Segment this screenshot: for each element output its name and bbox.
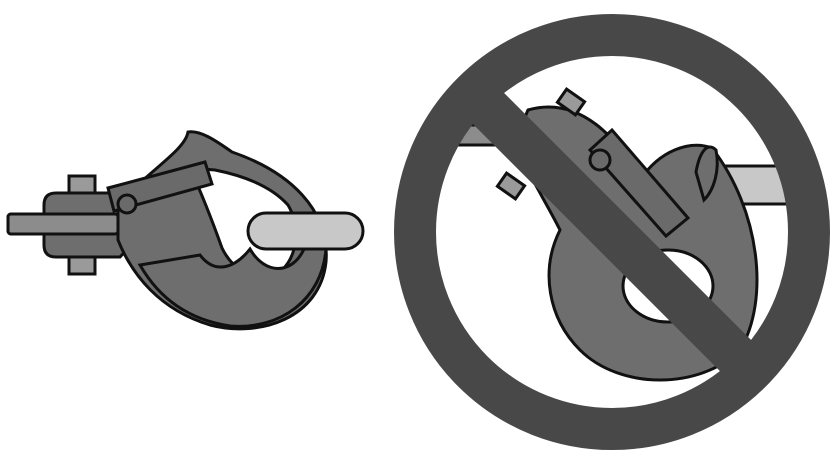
pin-icon bbox=[588, 148, 612, 172]
prohibition-sign-icon bbox=[394, 14, 830, 450]
rod-icon bbox=[246, 211, 365, 251]
prohibition-slash bbox=[462, 82, 764, 384]
bolt-top-icon bbox=[555, 87, 587, 117]
incorrect-usage-panel bbox=[394, 14, 830, 450]
hook-lower bbox=[137, 246, 328, 328]
hook-tip bbox=[694, 145, 719, 203]
bolt-bottom-icon bbox=[495, 171, 527, 201]
bolt-top-icon bbox=[67, 174, 97, 195]
pin-icon bbox=[116, 193, 138, 215]
latch-icon bbox=[587, 127, 691, 239]
bolt-bottom-icon bbox=[67, 255, 97, 276]
rod-icon bbox=[6, 212, 120, 236]
correct-usage-panel bbox=[6, 130, 365, 331]
